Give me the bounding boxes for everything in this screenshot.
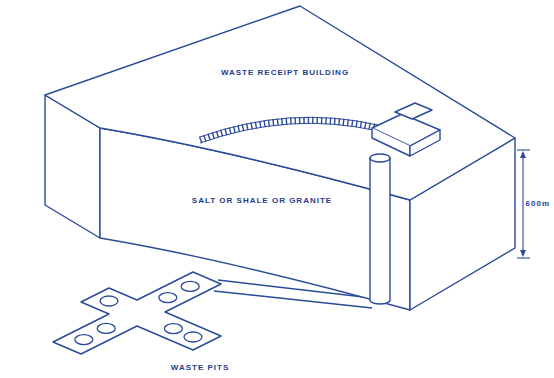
building-top-face: [45, 6, 515, 200]
shaft: [370, 158, 390, 304]
pits-label: WASTE PITS: [171, 363, 229, 373]
rock-label: SALT OR SHALE OR GRANITE: [192, 196, 332, 206]
waste-pit-group: [75, 281, 202, 344]
rail-track: [200, 117, 378, 143]
waste-pit: [75, 335, 93, 345]
waste-pit: [181, 281, 199, 291]
hoist-house: [395, 103, 432, 119]
waste-pit: [100, 296, 118, 306]
hoist-house: [372, 128, 410, 156]
building-label: WASTE RECEIPT BUILDING: [221, 68, 349, 78]
shaft-top: [370, 154, 390, 162]
waste-pits-floor: [53, 272, 221, 354]
waste-pit: [184, 332, 202, 342]
hoist-house: [410, 130, 440, 156]
waste-pit: [159, 293, 177, 303]
rail-track: [200, 120, 378, 140]
waste-pit: [164, 324, 182, 334]
waste-pit: [97, 323, 115, 333]
dimension-label: 600m: [526, 199, 550, 209]
